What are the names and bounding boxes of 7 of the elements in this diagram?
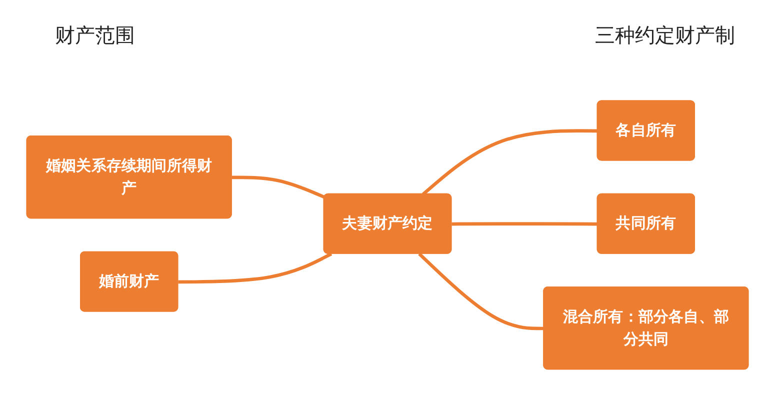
column-heading: 财产范围 <box>55 22 135 49</box>
connector <box>232 176 326 199</box>
connector <box>452 222 598 226</box>
connector <box>178 252 332 284</box>
connector <box>418 252 544 330</box>
connector <box>422 129 598 196</box>
column-heading: 三种约定财产制 <box>595 22 735 49</box>
